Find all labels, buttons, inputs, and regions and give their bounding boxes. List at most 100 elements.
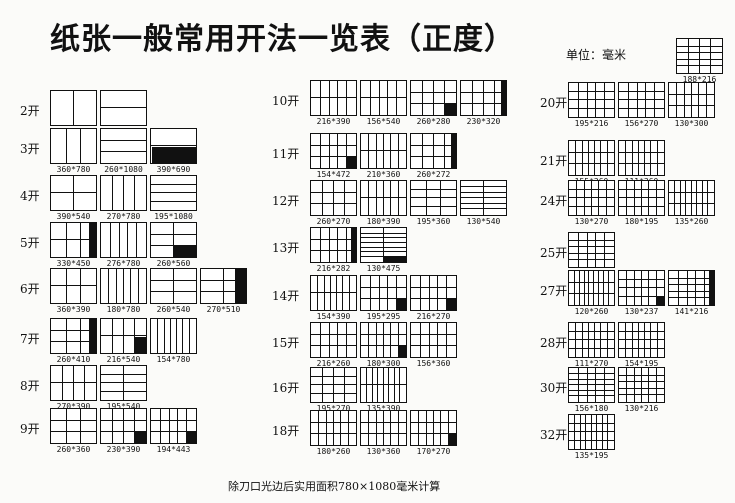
grid-line <box>65 129 67 163</box>
grid-line <box>222 269 224 303</box>
size-caption: 180*780 <box>106 305 141 314</box>
grid-line <box>619 381 664 383</box>
grid-line <box>361 333 406 335</box>
row-label: 9开 <box>20 422 40 436</box>
grid-line <box>421 134 423 168</box>
grid-line <box>669 191 714 193</box>
cut-diagram <box>460 80 507 116</box>
grid-line <box>169 319 171 353</box>
grid-line <box>157 319 159 353</box>
row-label: 32开 <box>540 428 568 442</box>
cut-diagram <box>150 318 197 354</box>
grid-line <box>569 347 614 349</box>
cut-diagram <box>100 90 147 126</box>
grid-line <box>163 319 165 353</box>
grid-line <box>361 237 406 239</box>
row-label: 15开 <box>272 336 300 350</box>
waste-strip <box>88 319 96 353</box>
grid-line <box>311 191 356 193</box>
grid-line <box>619 151 664 153</box>
row-label: 12开 <box>272 194 300 208</box>
grid-line <box>311 376 356 378</box>
grid-line <box>369 276 371 310</box>
waste-strip <box>709 271 714 305</box>
grid-line <box>626 368 628 402</box>
grid-line <box>583 271 585 305</box>
size-caption: 156*360 <box>416 359 451 368</box>
row-label: 24开 <box>540 194 568 208</box>
grid-line <box>361 242 406 244</box>
size-caption: 156*540 <box>366 117 401 126</box>
size-caption: 130*237 <box>624 307 659 316</box>
grid-line <box>569 395 614 397</box>
size-caption: 195*270 <box>316 404 351 413</box>
grid-line <box>677 52 722 54</box>
size-caption: 180*260 <box>316 447 351 456</box>
grid-line <box>51 382 96 384</box>
grid-line <box>569 99 614 101</box>
grid-line <box>319 228 321 262</box>
grid-line <box>600 141 602 175</box>
grid-line <box>311 292 356 294</box>
grid-line <box>346 134 348 168</box>
grid-line <box>685 181 687 215</box>
size-caption: 216*540 <box>106 355 141 364</box>
row-label: 8开 <box>20 379 40 393</box>
size-caption: 154*780 <box>156 355 191 364</box>
grid-line <box>411 333 456 335</box>
grid-line <box>382 323 384 357</box>
size-caption: 260*272 <box>416 170 451 179</box>
size-caption: 260*560 <box>156 259 191 268</box>
grid-line <box>361 384 406 386</box>
cut-diagram <box>310 367 357 403</box>
grid-line <box>569 107 614 109</box>
size-caption: 194*443 <box>156 445 191 454</box>
grid-line <box>311 421 356 423</box>
size-caption: 154*472 <box>316 170 351 179</box>
grid-line <box>619 394 664 396</box>
grid-line <box>569 252 614 254</box>
size-caption: 230*320 <box>466 117 501 126</box>
waste-area <box>447 299 456 310</box>
grid-line <box>437 276 439 310</box>
waste-area <box>347 157 356 168</box>
grid-line <box>109 223 111 257</box>
cut-diagram <box>618 367 665 403</box>
size-caption: 330*450 <box>56 259 91 268</box>
cut-diagram <box>50 408 97 444</box>
grid-line <box>390 323 392 357</box>
size-caption: 188*216 <box>682 75 717 84</box>
grid-line <box>669 277 714 279</box>
waste-area <box>187 432 196 443</box>
row-label: 16开 <box>272 381 300 395</box>
grid-line <box>361 297 406 299</box>
grid-line <box>619 205 664 207</box>
grid-line <box>51 430 96 432</box>
grid-line <box>707 181 709 215</box>
grid-line <box>368 411 370 445</box>
cut-diagram <box>568 180 615 216</box>
row-label: 30开 <box>540 381 568 395</box>
grid-line <box>311 432 356 434</box>
size-caption: 390*540 <box>56 212 91 221</box>
grid-line <box>108 269 110 303</box>
row-label: 27开 <box>540 284 568 298</box>
grid-line <box>701 181 703 215</box>
grid-line <box>151 430 196 432</box>
grid-line <box>569 384 614 386</box>
grid-line <box>137 269 139 303</box>
row-label: 6开 <box>20 282 40 296</box>
grid-line <box>115 269 117 303</box>
grid-line <box>669 290 714 292</box>
grid-line <box>482 81 484 115</box>
grid-line <box>625 141 627 175</box>
row-label: 7开 <box>20 332 40 346</box>
row-label: 18开 <box>272 424 300 438</box>
cut-diagram <box>360 80 407 116</box>
grid-line <box>461 186 506 188</box>
grid-line <box>51 285 96 287</box>
cut-diagram <box>50 318 97 354</box>
grid-line <box>318 411 320 445</box>
grid-line <box>578 271 580 305</box>
grid-line <box>619 339 664 341</box>
